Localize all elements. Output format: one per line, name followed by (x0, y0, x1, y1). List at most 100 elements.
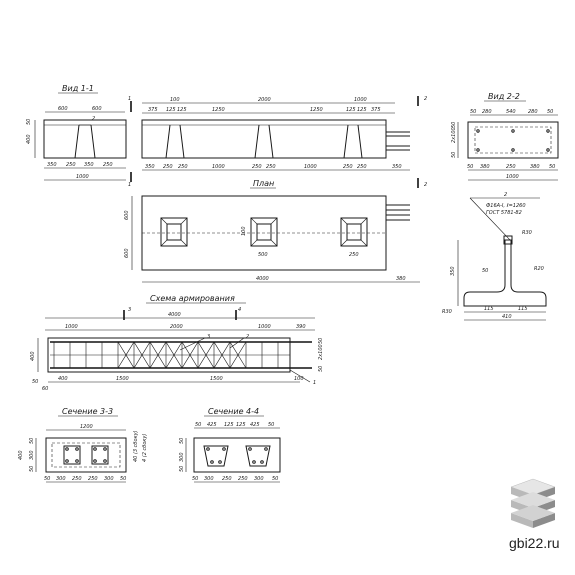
dim-text: 400 (18, 450, 24, 460)
section-4-4-title: Сечение 4-4 (208, 407, 259, 416)
logo-slab-top-face (511, 492, 555, 508)
scheme-title: Схема армирования (150, 294, 235, 303)
reinforcement-scheme: Схема армирования 3 4 4000 1000 2000 100… (30, 294, 324, 392)
rebar-dot (546, 148, 550, 152)
dim-text: 400 (30, 351, 36, 361)
rebar-dot (103, 459, 107, 463)
socket-plan-inner (256, 223, 272, 241)
dim-text: 250 (266, 164, 276, 170)
section-cell (63, 445, 81, 465)
dim-text: 125 (166, 107, 176, 113)
leader-line (469, 197, 511, 241)
dim-text: 250 (88, 476, 98, 482)
logo-slab-side (511, 513, 533, 528)
dim-text: 1500 (210, 376, 223, 382)
dim-text: 410 (502, 314, 512, 320)
dim-text: 425 (207, 422, 217, 428)
dim-text: 115 (484, 306, 494, 312)
dim-text: 125 (236, 422, 246, 428)
dim-text: 1250 (212, 107, 225, 113)
dim-text: 50 (29, 466, 35, 472)
dim-text: 300 (29, 450, 35, 460)
section-marker: 2 (424, 96, 427, 102)
rebar-head (503, 235, 513, 245)
dim-text: 250 (72, 476, 82, 482)
diagonal-rebar (117, 341, 247, 369)
socket-wall (165, 124, 171, 159)
logo-slab-top-face (511, 505, 555, 521)
dim-text: 50 (451, 152, 457, 158)
socket-plan-inner (346, 223, 362, 241)
dim-text: 350 (84, 162, 94, 168)
socket-edge (160, 217, 168, 225)
dim-text: 125 (177, 107, 187, 113)
section-4-4: Сечение 4-4 50 425 125 125 425 50 50 300… (179, 407, 281, 483)
dim-text: 60 (42, 386, 48, 392)
socket-wall (254, 124, 260, 159)
socket-wall (343, 124, 349, 159)
dim-text: 600 (92, 106, 102, 112)
dim-text: 50 (482, 268, 488, 274)
rebar-dot (103, 447, 107, 451)
dim-text: 100 (294, 376, 304, 382)
rebar-standard: ГОСТ 5781-82 (486, 210, 522, 216)
dim-text: 250 (343, 164, 353, 170)
rebar-dot (476, 129, 480, 133)
dim-text: 100 (241, 226, 247, 236)
rebar-dot (93, 447, 97, 451)
dim-text: 250 (103, 162, 113, 168)
dim-text: 4000 (256, 276, 269, 282)
dim-text: 350 (392, 164, 402, 170)
socket-edge (360, 217, 368, 225)
diagonal-rebar (117, 341, 247, 369)
dim-text: 1000 (65, 324, 78, 330)
rebar-dot (75, 459, 79, 463)
dim-text: 540 (506, 109, 516, 115)
socket-edge (360, 239, 368, 247)
watermark-text[interactable]: gbi22.ru (509, 535, 560, 551)
dim-text: 280 (528, 109, 538, 115)
dim-text: 600 (124, 210, 130, 220)
dim-text: 1500 (116, 376, 129, 382)
socket-edge (180, 217, 188, 225)
dim-text: 250 (222, 476, 232, 482)
dim-text: 100 (170, 97, 180, 103)
section-marker: 1 (128, 182, 131, 188)
rebar-dot (248, 447, 252, 451)
dim-text: 50 (467, 164, 473, 170)
section-cage (51, 442, 121, 468)
rebar-dot (260, 460, 264, 464)
plan-title: План (253, 179, 274, 188)
rebar-shape (463, 239, 547, 307)
dim-text: 400 (26, 134, 32, 144)
dim-text: 250 (163, 164, 173, 170)
dim-text: 50 (549, 164, 555, 170)
plan-view: План 600 600 100 500 250 (124, 179, 420, 283)
dim-text: 375 (148, 107, 158, 113)
dim-text: 250 (66, 162, 76, 168)
rebar-spec: Ф16А-I, ℓ=1260 (486, 203, 526, 209)
socket-edge (250, 239, 258, 247)
dim-text: 50 (32, 379, 38, 385)
dim-text: R30 (442, 309, 452, 315)
rebar-dot (218, 460, 222, 464)
callout-text: 2 (504, 192, 507, 198)
callout-text: 2 (92, 116, 95, 122)
rebar-dot (222, 447, 226, 451)
socket-plan (160, 217, 188, 247)
dim-text: 425 (250, 422, 260, 428)
dim-text: 115 (518, 306, 528, 312)
rebar-dot (546, 129, 550, 133)
dim-text: 50 (195, 422, 201, 428)
dim-text: 1000 (506, 174, 519, 180)
socket-edge (340, 239, 348, 247)
site-logo[interactable]: gbi22.ru (509, 478, 560, 551)
view-1-1: Вид 1-1 600 600 2 400 50 350 250 350 250… (26, 84, 127, 181)
dim-text: 2000 (170, 324, 183, 330)
dim-text: 1000 (354, 97, 367, 103)
socket-section (203, 445, 229, 467)
dim-text: 50 (451, 122, 457, 128)
dim-text: 50 (318, 366, 324, 372)
dim-text: 4000 (168, 312, 181, 318)
